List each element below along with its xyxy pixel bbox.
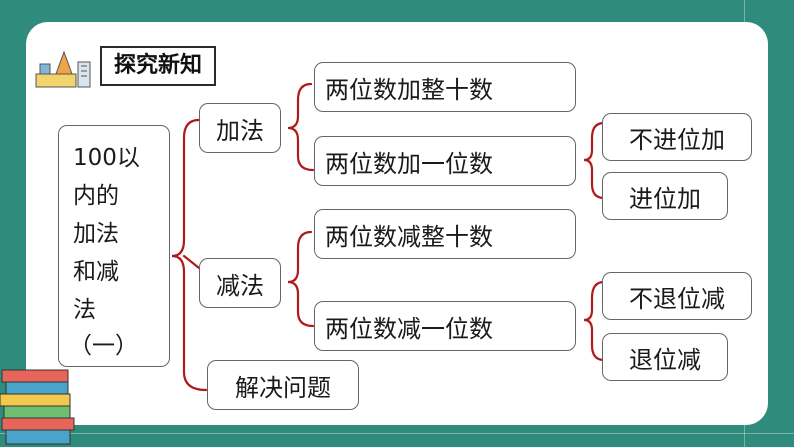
root-line: 和减 <box>73 259 119 285</box>
subtraction-item-ones: 两位数减一位数 <box>314 301 576 351</box>
root-line: 100以 <box>73 145 140 171</box>
subtraction-sub-no-borrow: 不退位减 <box>602 272 752 320</box>
root-line: 加法 <box>73 221 119 247</box>
root-topic-box: 100以 内的 加法 和减 法 （一） <box>58 125 170 367</box>
subtraction-sub-borrow: 退位减 <box>602 333 728 381</box>
addition-brace <box>287 82 315 172</box>
root-line: 法 <box>73 297 96 323</box>
root-line: 内的 <box>73 183 119 209</box>
addition-sub-no-carry: 不进位加 <box>602 113 752 161</box>
borrow-brace <box>583 280 606 362</box>
section-title: 探究新知 <box>100 46 217 86</box>
addition-item-ones: 两位数加一位数 <box>314 136 576 186</box>
addition-sub-carry: 进位加 <box>602 172 728 220</box>
carry-brace <box>583 121 606 200</box>
stationery-icon <box>35 50 91 88</box>
root-brace <box>171 118 208 392</box>
root-line: （一） <box>69 333 138 359</box>
subtraction-brace <box>287 230 315 328</box>
subtraction-item-tens: 两位数减整十数 <box>314 209 576 259</box>
chalk-line <box>0 433 794 434</box>
subtraction-node: 减法 <box>199 258 281 308</box>
addition-item-tens: 两位数加整十数 <box>314 62 576 112</box>
addition-node: 加法 <box>199 103 281 153</box>
problem-solving-node: 解决问题 <box>207 360 359 410</box>
books-icon <box>0 369 75 445</box>
